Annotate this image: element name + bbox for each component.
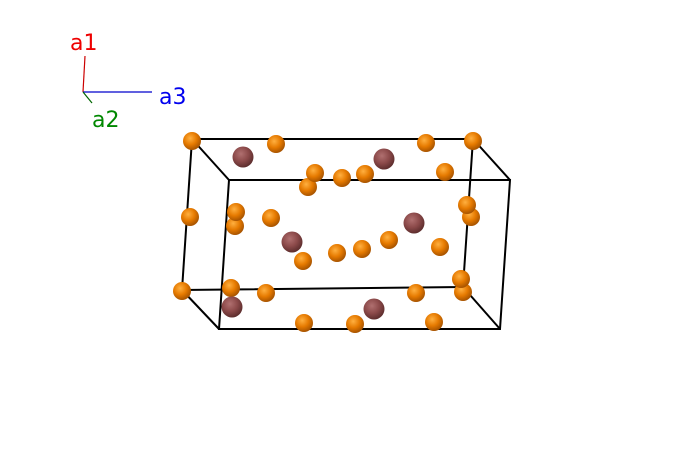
atom[interactable] <box>403 212 425 234</box>
atom[interactable] <box>306 164 324 182</box>
atom[interactable] <box>346 315 364 333</box>
atom[interactable] <box>425 313 443 331</box>
atom[interactable] <box>222 279 240 297</box>
atom[interactable] <box>295 314 313 332</box>
species-b-atoms <box>221 146 425 320</box>
atom[interactable] <box>299 178 317 196</box>
atom[interactable] <box>431 238 449 256</box>
atom[interactable] <box>464 132 482 150</box>
atom[interactable] <box>363 298 385 320</box>
species-a-atoms <box>173 132 482 333</box>
atom[interactable] <box>221 296 243 318</box>
atom[interactable] <box>262 209 280 227</box>
atom[interactable] <box>281 231 303 253</box>
atom[interactable] <box>226 217 244 235</box>
a3-label: a3 <box>159 85 186 110</box>
atom[interactable] <box>328 244 346 262</box>
a1-label: a1 <box>70 31 97 56</box>
atom[interactable] <box>257 284 275 302</box>
atom[interactable] <box>232 146 254 168</box>
atom[interactable] <box>173 282 191 300</box>
atom[interactable] <box>417 134 435 152</box>
a2-axis-line <box>82 91 93 104</box>
atom[interactable] <box>373 148 395 170</box>
atom[interactable] <box>356 165 374 183</box>
atom[interactable] <box>267 135 285 153</box>
atom[interactable] <box>458 196 476 214</box>
atom[interactable] <box>436 163 454 181</box>
atom[interactable] <box>353 240 371 258</box>
atom[interactable] <box>181 208 199 226</box>
atom[interactable] <box>183 132 201 150</box>
a1-axis-line <box>82 55 86 93</box>
a2-label: a2 <box>92 108 119 133</box>
atom[interactable] <box>380 231 398 249</box>
atom[interactable] <box>294 252 312 270</box>
atom[interactable] <box>407 284 425 302</box>
atom[interactable] <box>452 270 470 288</box>
atoms <box>173 132 482 333</box>
atom[interactable] <box>227 203 245 221</box>
axis-indicator: a1 a3 a2 <box>70 31 186 133</box>
atom[interactable] <box>333 169 351 187</box>
